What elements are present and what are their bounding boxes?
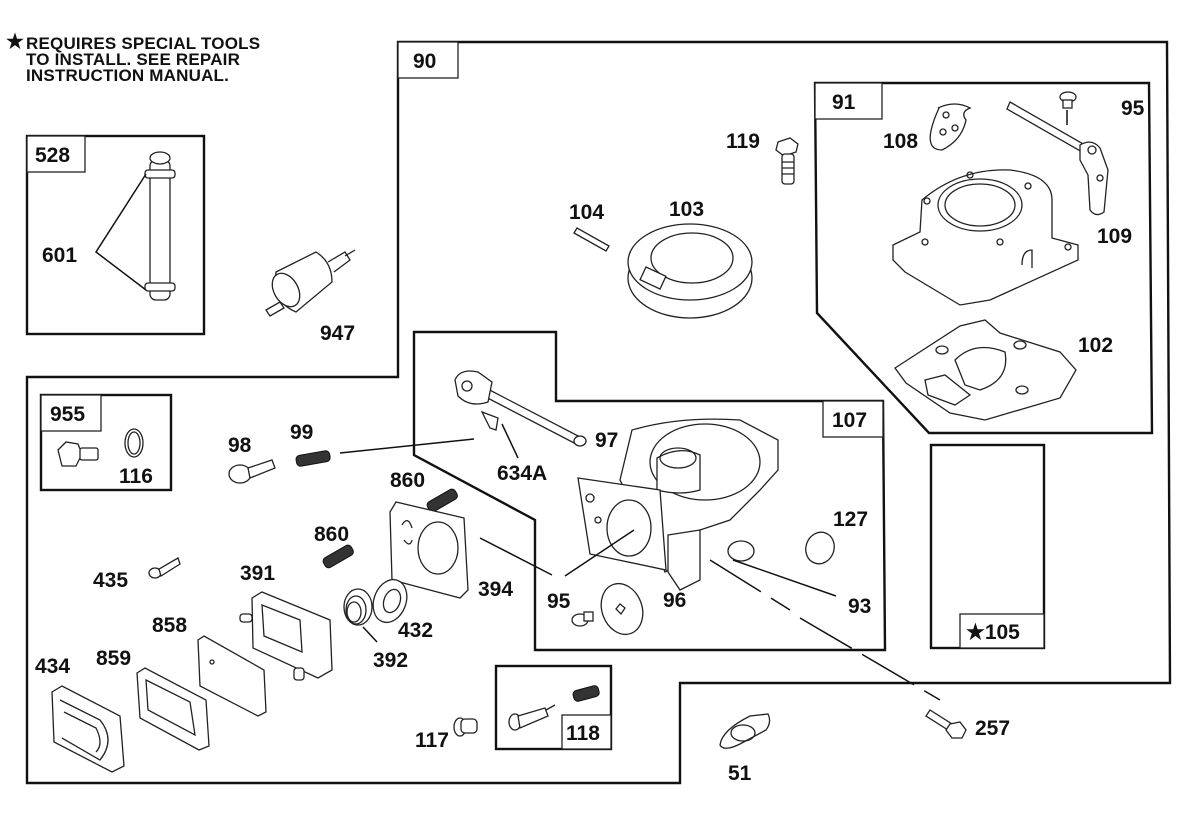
part-860-lower-label: 860 — [314, 523, 349, 546]
gasket-858 — [197, 635, 267, 717]
choke-shaft-109 — [1006, 101, 1109, 216]
kit-118-label-box — [561, 714, 612, 750]
solenoid-947 — [265, 249, 356, 317]
carburetor-body-107 — [577, 418, 779, 591]
leader-95-bottom — [564, 529, 635, 577]
part-116-label: 116 — [119, 465, 153, 488]
needle-118 — [508, 704, 556, 731]
note-line-2: TO INSTALL. SEE REPAIR — [26, 50, 241, 69]
part-391-label: 391 — [240, 562, 275, 585]
part-858-label: 858 — [152, 614, 187, 637]
bolt-119 — [775, 137, 799, 185]
screw-435 — [148, 557, 181, 579]
kit-91-frame — [813, 81, 1154, 435]
leader-392 — [362, 626, 378, 643]
part-432-label: 432 — [398, 619, 433, 642]
part-104-label: 104 — [569, 201, 604, 224]
kit-91-label: 91 — [832, 91, 856, 114]
part-103-label: 103 — [669, 198, 704, 221]
part-601-label: 601 — [42, 244, 77, 267]
part-119-label: 119 — [726, 130, 760, 153]
part-51-label: 51 — [728, 762, 752, 785]
part-947-label: 947 — [320, 322, 355, 345]
leader-93 — [732, 559, 837, 597]
screw-95-bottom — [571, 611, 594, 627]
part-95-top-label: 95 — [1121, 97, 1145, 120]
kit-528-label: 528 — [35, 144, 70, 167]
spring-99 — [295, 450, 331, 467]
note-line-1: REQUIRES SPECIAL TOOLS — [26, 34, 261, 53]
gasket-859 — [136, 667, 210, 751]
screw-117 — [453, 717, 478, 737]
leader-257 — [709, 559, 941, 701]
bolt-257 — [925, 709, 967, 739]
kit-118-label: 118 — [566, 722, 600, 745]
float-103 — [627, 223, 753, 319]
part-99-label: 99 — [290, 421, 313, 444]
part-93-label: 93 — [848, 595, 871, 618]
bolt-955 — [57, 441, 99, 467]
kit-528-label-box — [26, 135, 86, 173]
kit-90-label-box — [397, 41, 459, 79]
spring-118 — [572, 685, 600, 702]
kit-955-label-box — [40, 394, 102, 432]
part-97-label: 97 — [595, 429, 618, 452]
kit-955-frame — [39, 393, 173, 492]
kit-105-label-box — [959, 613, 1045, 649]
washer-116 — [124, 428, 144, 458]
choke-plate-108 — [929, 103, 972, 151]
part-117-label: 117 — [415, 729, 449, 752]
kit-90-label: 90 — [413, 50, 436, 73]
part-108-label: 108 — [883, 130, 918, 153]
part-96-label: 96 — [663, 589, 686, 612]
part-634A-label: 634A — [497, 462, 547, 485]
throttle-shaft-97 — [454, 370, 587, 447]
cup-432 — [372, 578, 408, 624]
kit-105-label: ★105 — [966, 621, 1020, 644]
part-435-label: 435 — [93, 569, 128, 592]
spring-860-lower — [322, 544, 354, 569]
leader-634A — [501, 423, 519, 459]
gasket-394 — [389, 501, 469, 599]
part-394-label: 394 — [478, 578, 513, 601]
spring-860-upper — [426, 488, 458, 513]
screw-95-top — [1059, 91, 1077, 125]
special-tools-note: ★ REQUIRES SPECIAL TOOLS TO INSTALL. SEE… — [6, 31, 261, 85]
fuel-line-601 — [94, 151, 176, 301]
part-257-label: 257 — [975, 717, 1010, 740]
part-392-label: 392 — [373, 649, 408, 672]
kit-91-label-box — [814, 82, 883, 120]
kit-528-frame — [25, 134, 206, 336]
pin-104 — [573, 227, 610, 252]
part-102-label: 102 — [1078, 334, 1113, 357]
kit-90-frame — [25, 40, 1172, 785]
part-98-label: 98 — [228, 434, 252, 457]
part-434-label: 434 — [35, 655, 70, 678]
kit-107-frame — [412, 330, 887, 652]
leader-394 — [479, 537, 553, 576]
kit-118-frame — [494, 664, 613, 751]
part-859-label: 859 — [96, 647, 131, 670]
welch-plug-127 — [805, 531, 835, 565]
part-860-upper-label: 860 — [390, 469, 425, 492]
kit-955-label: 955 — [50, 403, 85, 426]
note-line-3: INSTRUCTION MANUAL. — [26, 66, 230, 85]
pump-cover-434 — [51, 685, 125, 773]
part-109-label: 109 — [1097, 225, 1132, 248]
throttle-plate-96 — [600, 582, 644, 636]
part-95-bottom-label: 95 — [547, 590, 571, 613]
kit-107-label-box — [822, 400, 884, 438]
gasket-51 — [719, 713, 771, 749]
gasket-102 — [894, 319, 1077, 421]
leader-99 — [339, 438, 475, 454]
pump-body-391 — [239, 591, 333, 681]
screw-98 — [228, 459, 276, 484]
part-127-label: 127 — [833, 508, 868, 531]
spring-392 — [343, 588, 373, 626]
upper-body-91 — [892, 169, 1079, 306]
kit-107-label: 107 — [832, 409, 867, 432]
star-icon: ★ — [6, 31, 25, 53]
